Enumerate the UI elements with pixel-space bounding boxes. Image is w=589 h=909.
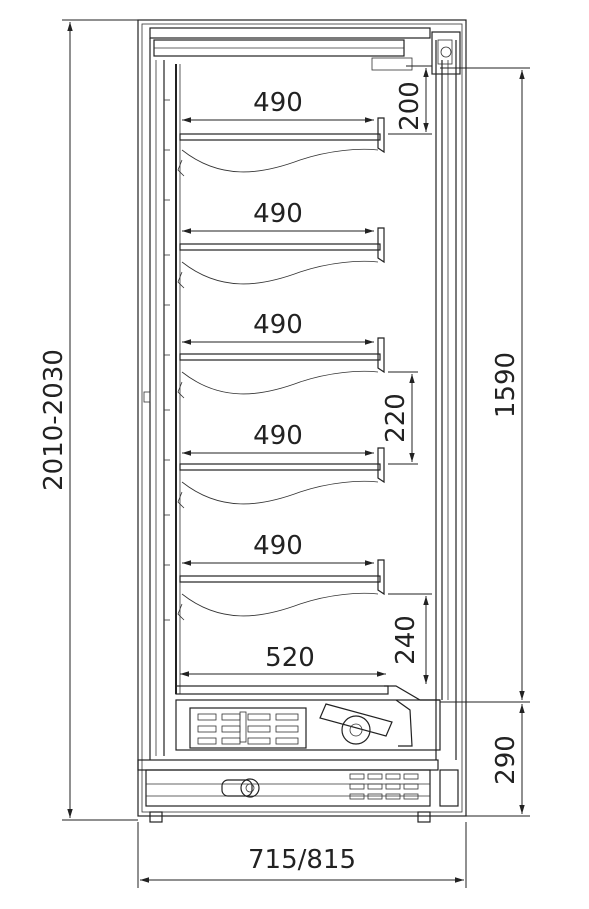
total-width-label: 715/815 (248, 845, 356, 875)
dimension-shelf-depth-5: 490 (182, 531, 374, 566)
evaporator-fan-icon (319, 699, 413, 747)
dimension-display-height: 1590 (440, 67, 530, 703)
base-height-label: 290 (491, 735, 521, 785)
dimension-shelf-depth-2: 490 (182, 199, 374, 234)
dimension-base-height: 290 (466, 704, 530, 817)
dimension-bottom-clearance: 240 (388, 593, 432, 684)
mid-clearance-label: 220 (381, 393, 411, 443)
shelves (175, 117, 440, 701)
dimensions: 2010-2030 715/815 1590 290 200 (39, 19, 530, 888)
compressor-icon (221, 778, 260, 798)
dimension-shelf-depth-4: 490 (182, 421, 374, 456)
dimension-mid-clearance: 220 (381, 371, 418, 465)
dimension-total-height: 2010-2030 (39, 19, 138, 821)
bottom-clearance-label: 240 (391, 615, 421, 665)
dimension-top-clearance: 200 (388, 65, 432, 135)
shelf-depth-label-2: 490 (253, 199, 303, 229)
dimension-total-width: 715/815 (137, 822, 467, 888)
shelf-3 (177, 337, 385, 399)
shelf-depth-label-3: 490 (253, 310, 303, 340)
total-height-label: 2010-2030 (39, 349, 69, 491)
shelf-depth-label-5: 490 (253, 531, 303, 561)
bottom-deck (175, 685, 440, 701)
ventilation-grille (349, 773, 419, 800)
machine-compartment (137, 699, 459, 823)
dimension-bottom-deck-depth: 520 (180, 643, 386, 677)
shelf-2 (177, 227, 385, 289)
shelf-5 (177, 559, 385, 621)
bottom-deck-depth-label: 520 (265, 643, 315, 673)
dimension-shelf-depth-1: 490 (182, 88, 374, 123)
shelf-depth-label-1: 490 (253, 88, 303, 118)
top-clearance-label: 200 (395, 81, 425, 131)
cabinet-body (137, 19, 467, 817)
dimension-shelf-depth-3: 490 (182, 310, 374, 345)
shelf-4 (177, 447, 385, 509)
shelf-depth-label-4: 490 (253, 421, 303, 451)
display-height-label: 1590 (491, 352, 521, 418)
shelf-1 (177, 117, 385, 177)
